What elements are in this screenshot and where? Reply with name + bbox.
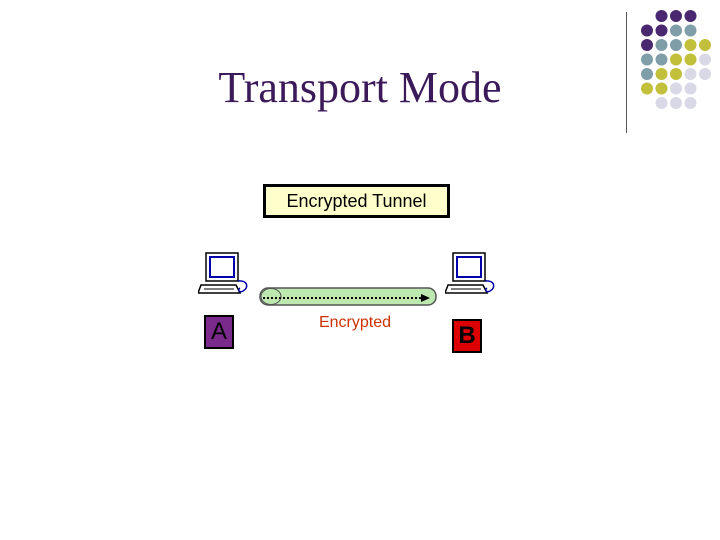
host-a-label: A [204, 315, 234, 349]
computer-icon-host-b [445, 252, 495, 294]
encrypted-tunnel-label: Encrypted Tunnel [263, 184, 450, 218]
host-b-label: B [452, 319, 482, 353]
dot-grid-icon [641, 10, 711, 109]
slide-title: Transport Mode [218, 63, 502, 112]
encrypted-link-label: Encrypted [318, 314, 392, 331]
title-divider [626, 12, 627, 133]
encrypted-tunnel [259, 287, 437, 306]
computer-icon-host-a [198, 252, 248, 294]
